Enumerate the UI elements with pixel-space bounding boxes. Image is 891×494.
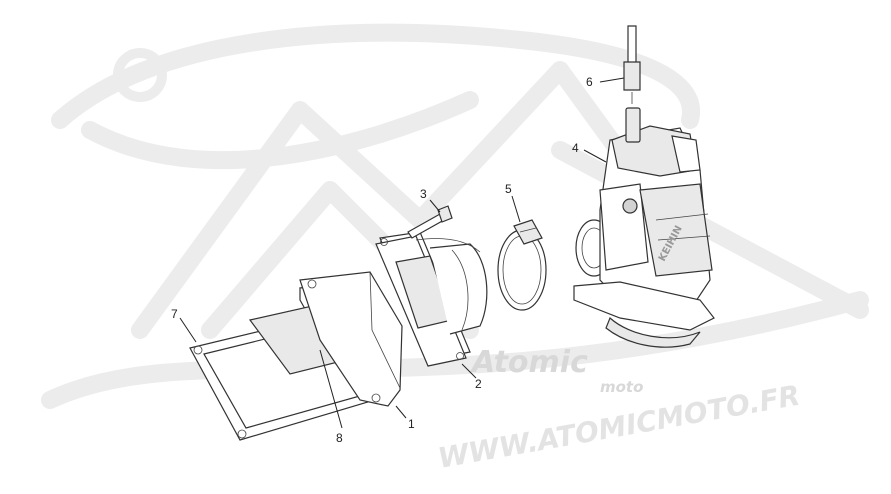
reed-cage-housing <box>299 271 403 407</box>
bolt <box>407 205 453 239</box>
intake-manifold <box>375 231 488 367</box>
callout-1: 1 <box>408 417 415 431</box>
watermark-logo-sub: moto <box>600 378 643 396</box>
callout-8: 8 <box>336 431 343 445</box>
throttle-cable <box>623 25 641 104</box>
callout-4: 4 <box>572 141 579 155</box>
callout-2: 2 <box>475 377 482 391</box>
watermark-logo-text: Atomic <box>470 345 588 380</box>
callout-5: 5 <box>505 182 512 196</box>
carburetor: KEIHIN <box>573 107 715 348</box>
callout-3: 3 <box>420 187 427 201</box>
leader-lines <box>179 77 625 429</box>
callout-7: 7 <box>171 307 178 321</box>
hose-clamp <box>497 219 547 311</box>
callout-6: 6 <box>586 75 593 89</box>
